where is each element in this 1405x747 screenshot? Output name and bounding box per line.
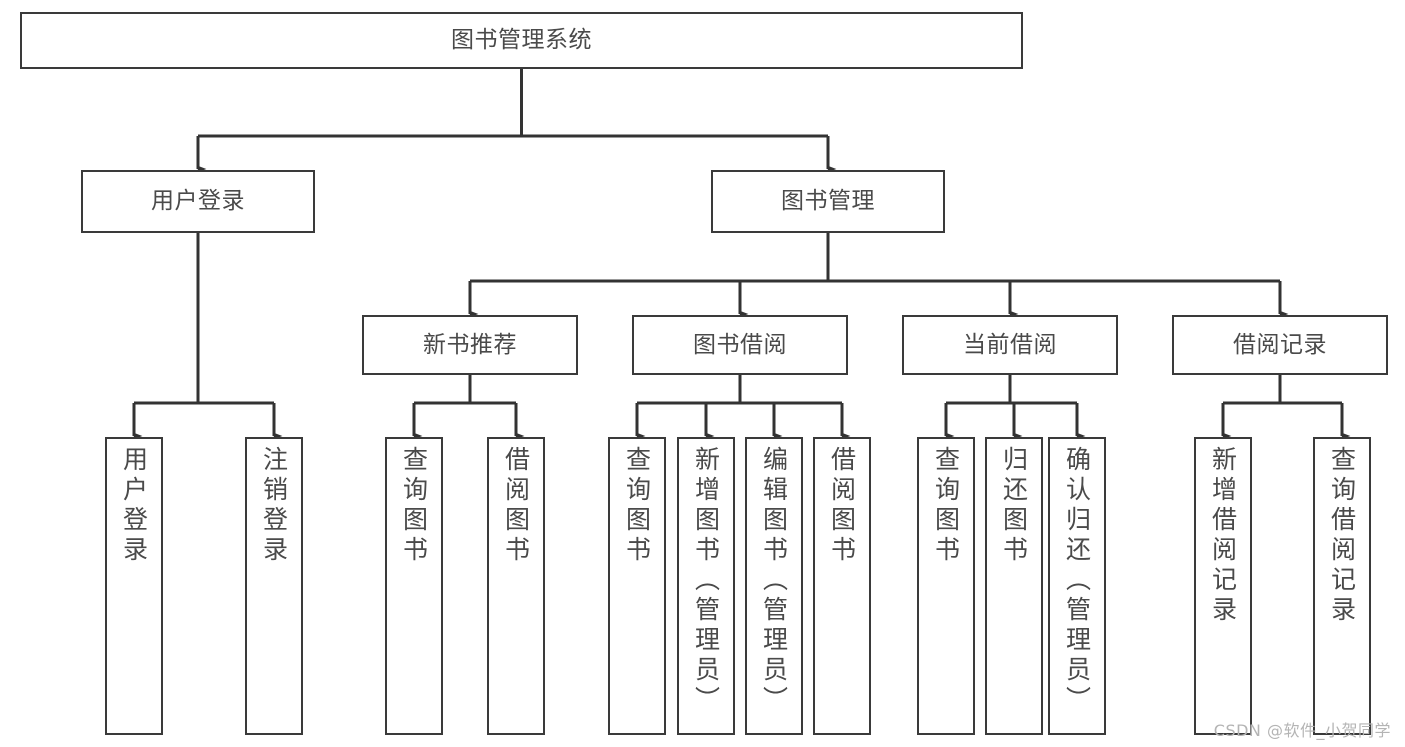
node-leaf-query-book-recommend-label: 查询图书 <box>399 446 429 566</box>
node-borrow-record-label: 借阅记录 <box>1233 331 1327 358</box>
node-leaf-borrow-book-recommend-label: 借阅图书 <box>501 446 531 566</box>
node-leaf-confirm-return[interactable]: 确认归还（管理员） <box>1048 437 1106 735</box>
node-leaf-query-book-recommend[interactable]: 查询图书 <box>385 437 443 735</box>
node-leaf-query-book-current-label: 查询图书 <box>931 446 961 566</box>
node-leaf-query-book-current[interactable]: 查询图书 <box>917 437 975 735</box>
node-new-book-recommend-label: 新书推荐 <box>423 331 517 358</box>
node-current-borrow-label: 当前借阅 <box>963 331 1057 358</box>
node-new-book-recommend[interactable]: 新书推荐 <box>362 315 578 375</box>
node-leaf-query-borrow-record[interactable]: 查询借阅记录 <box>1313 437 1371 735</box>
node-leaf-add-book-label: 新增图书（管理员） <box>691 446 721 716</box>
node-book-management-label: 图书管理 <box>781 188 875 214</box>
node-user-login-label: 用户登录 <box>151 188 245 214</box>
node-user-login[interactable]: 用户登录 <box>81 170 315 233</box>
node-book-management[interactable]: 图书管理 <box>711 170 945 233</box>
node-leaf-query-book-borrow-label: 查询图书 <box>622 446 652 566</box>
node-leaf-borrow-book-label: 借阅图书 <box>827 446 857 566</box>
node-leaf-logout[interactable]: 注销登录 <box>245 437 303 735</box>
node-leaf-confirm-return-label: 确认归还（管理员） <box>1062 446 1092 716</box>
node-book-borrow[interactable]: 图书借阅 <box>632 315 848 375</box>
node-leaf-add-book[interactable]: 新增图书（管理员） <box>677 437 735 735</box>
node-borrow-record[interactable]: 借阅记录 <box>1172 315 1388 375</box>
node-leaf-add-borrow-record[interactable]: 新增借阅记录 <box>1194 437 1252 735</box>
node-leaf-user-login[interactable]: 用户登录 <box>105 437 163 735</box>
node-leaf-return-book-label: 归还图书 <box>999 446 1029 566</box>
node-leaf-edit-book[interactable]: 编辑图书（管理员） <box>745 437 803 735</box>
watermark: CSDN @软件_小贺同学 <box>1213 721 1391 740</box>
node-current-borrow[interactable]: 当前借阅 <box>902 315 1118 375</box>
node-leaf-user-login-label: 用户登录 <box>119 446 149 566</box>
node-leaf-return-book[interactable]: 归还图书 <box>985 437 1043 735</box>
node-root[interactable]: 图书管理系统 <box>20 12 1023 69</box>
node-root-label: 图书管理系统 <box>451 27 592 53</box>
node-leaf-edit-book-label: 编辑图书（管理员） <box>759 446 789 716</box>
node-book-borrow-label: 图书借阅 <box>693 331 787 358</box>
node-leaf-add-borrow-record-label: 新增借阅记录 <box>1208 446 1238 626</box>
node-leaf-query-borrow-record-label: 查询借阅记录 <box>1327 446 1357 626</box>
node-leaf-borrow-book-recommend[interactable]: 借阅图书 <box>487 437 545 735</box>
node-leaf-borrow-book[interactable]: 借阅图书 <box>813 437 871 735</box>
node-leaf-logout-label: 注销登录 <box>259 446 289 566</box>
node-leaf-query-book-borrow[interactable]: 查询图书 <box>608 437 666 735</box>
